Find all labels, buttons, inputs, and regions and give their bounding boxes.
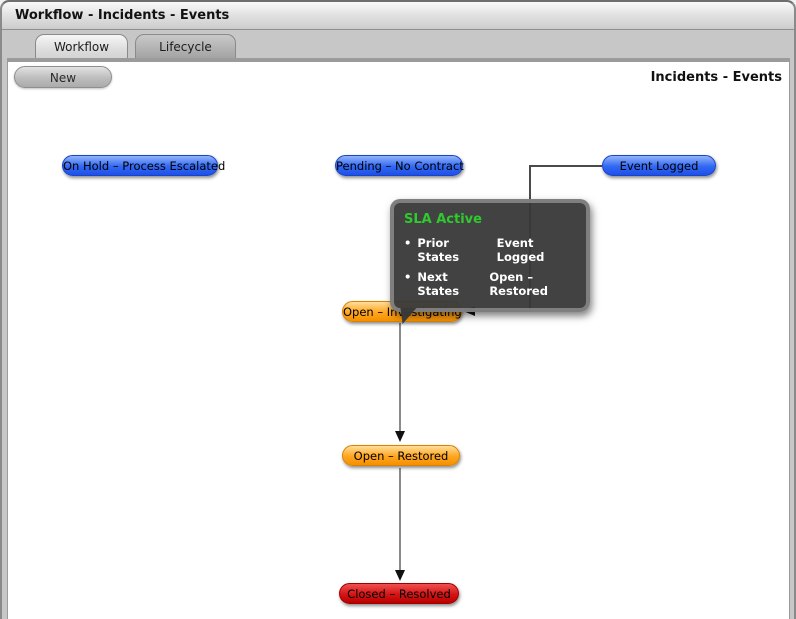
state-closed-resolved[interactable]: Closed – Resolved <box>339 583 459 604</box>
sla-tooltip-title: SLA Active <box>404 212 482 227</box>
tab-workflow[interactable]: Workflow <box>35 34 128 58</box>
panel-heading: Incidents - Events <box>650 70 782 85</box>
tab-strip: Workflow Lifecycle <box>2 30 794 58</box>
new-button[interactable]: New <box>14 66 112 88</box>
next-states-label: Next States <box>417 270 460 298</box>
state-event-logged[interactable]: Event Logged <box>602 155 716 176</box>
sla-tooltip: SLA Active • Prior States Event Logged •… <box>390 199 590 324</box>
tooltip-next-states-row: • Next States Open – Restored <box>404 270 576 298</box>
page-title: Workflow - Incidents - Events <box>15 8 230 23</box>
state-open-restored[interactable]: Open – Restored <box>342 445 460 466</box>
state-pending-no-contract[interactable]: Pending – No Contract <box>335 155 464 176</box>
prior-states-value: Event Logged <box>496 236 545 264</box>
title-bar: Workflow - Incidents - Events <box>2 2 794 30</box>
bullet-icon: • <box>404 236 412 250</box>
next-states-value: Open – Restored <box>489 270 548 298</box>
workflow-connectors <box>395 165 602 581</box>
workflow-canvas: New Incidents - Events On Hold – Process… <box>7 58 790 619</box>
bullet-icon: • <box>404 270 412 284</box>
tooltip-prior-states-row: • Prior States Event Logged <box>404 236 576 264</box>
state-on-hold-process-escalated[interactable]: On Hold – Process Escalated <box>62 155 225 176</box>
tooltip-tail-pointer <box>397 308 417 324</box>
tab-lifecycle[interactable]: Lifecycle <box>135 34 236 58</box>
prior-states-label: Prior States <box>417 236 460 264</box>
